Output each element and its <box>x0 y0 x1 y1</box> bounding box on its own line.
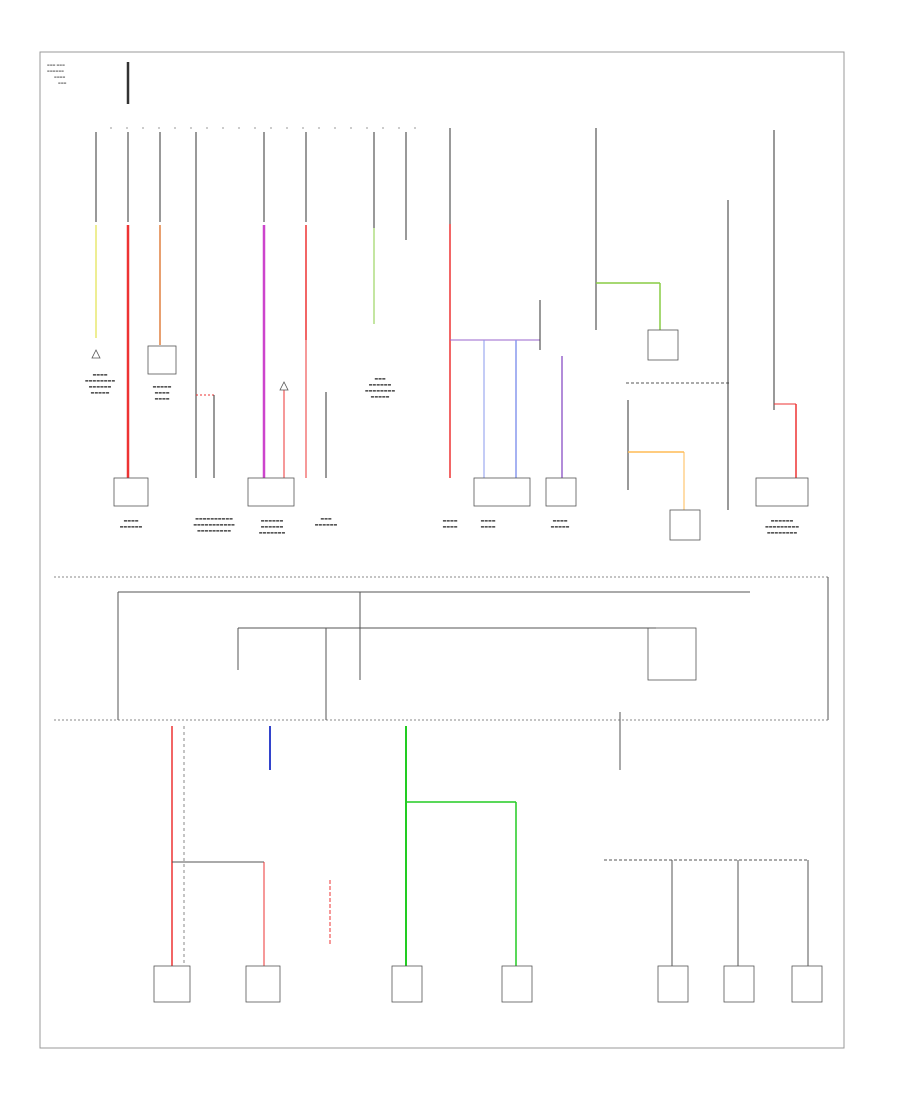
lower-box-5 <box>791 965 823 1003</box>
svg-text:▬▬▬▬▬▬: ▬▬▬▬▬▬ <box>261 524 284 529</box>
svg-text:▬▬▬▬: ▬▬▬▬ <box>123 518 138 523</box>
svg-text:▬▬▬▬: ▬▬▬▬ <box>480 518 495 523</box>
lower-box-green-2 <box>501 965 533 1003</box>
diagram-border <box>39 51 845 1049</box>
circuit-lower-1 <box>153 726 264 1003</box>
svg-text:▬▬▬▬▬: ▬▬▬▬▬ <box>371 394 390 399</box>
svg-text:▬▬▬▬▬▬: ▬▬▬▬▬▬ <box>261 518 284 523</box>
cluster-box-2 <box>545 477 577 507</box>
svg-text:▬▬▬ ▬▬▬: ▬▬▬ ▬▬▬ <box>47 63 65 67</box>
lower-box-green-1 <box>391 965 423 1003</box>
orange-sensor-box <box>147 345 177 375</box>
svg-text:▬▬▬▬: ▬▬▬▬ <box>442 518 457 523</box>
mid-relay-box <box>647 627 697 681</box>
svg-text:▬▬▬▬▬▬: ▬▬▬▬▬▬ <box>120 524 143 529</box>
circuit-light-green: ▬▬▬ ▬▬▬▬▬▬ ▬▬▬▬▬▬▬▬ ▬▬▬▬▬ <box>365 132 395 399</box>
svg-text:▬▬▬▬▬: ▬▬▬▬▬ <box>91 390 110 395</box>
svg-text:▬▬▬▬: ▬▬▬▬ <box>154 390 169 395</box>
svg-text:▬▬▬▬: ▬▬▬▬ <box>92 372 107 377</box>
svg-text:▬▬▬▬▬▬▬▬▬: ▬▬▬▬▬▬▬▬▬ <box>197 528 231 533</box>
svg-text:▬▬▬▬: ▬▬▬▬ <box>54 75 66 79</box>
circuit-green-amber <box>595 128 730 541</box>
svg-text:▬▬▬▬▬▬: ▬▬▬▬▬▬ <box>315 522 338 527</box>
relay-box <box>647 329 679 361</box>
circuit-power-amplifier: ▬▬▬▬ ▬▬▬▬▬▬ <box>113 132 149 529</box>
svg-text:▬▬▬▬▬▬: ▬▬▬▬▬▬ <box>47 69 64 73</box>
pink-module-box <box>247 477 295 507</box>
amber-box <box>669 509 701 541</box>
lower-box-1 <box>153 965 191 1003</box>
circuit-fuel-pump: ▬▬▬▬ ▬▬▬▬▬▬▬▬ ▬▬▬▬▬▬ ▬▬▬▬▬ <box>85 132 115 395</box>
power-amplifier-box <box>113 477 149 507</box>
svg-text:▬▬▬▬: ▬▬▬▬ <box>154 396 169 401</box>
circuit-cluster-8: ▬▬▬▬ ▬▬▬▬ ▬▬▬▬ ▬▬▬▬ ▬▬▬▬ ▬▬▬▬▬ <box>442 128 577 529</box>
svg-text:▬▬▬▬▬▬: ▬▬▬▬▬▬ <box>771 518 794 523</box>
circuit-green-lower <box>391 726 533 1003</box>
cluster-box-1 <box>473 477 531 507</box>
right-module-box <box>755 477 809 507</box>
svg-text:▬▬▬▬: ▬▬▬▬ <box>480 524 495 529</box>
svg-text:▬▬▬▬▬▬▬▬: ▬▬▬▬▬▬▬▬ <box>767 530 797 535</box>
svg-text:▬▬▬▬▬▬▬▬: ▬▬▬▬▬▬▬▬ <box>365 388 395 393</box>
svg-text:▬▬▬▬▬: ▬▬▬▬▬ <box>551 524 570 529</box>
svg-text:▬▬▬▬▬: ▬▬▬▬▬ <box>153 384 172 389</box>
circuit-lower-2 <box>245 862 281 1003</box>
circuit-module-4: ▬▬▬▬▬▬▬▬▬▬ ▬▬▬▬▬▬▬▬▬▬▬ ▬▬▬▬▬▬▬▬▬ <box>193 132 235 533</box>
svg-text:▬▬▬▬▬▬▬: ▬▬▬▬▬▬▬ <box>259 530 286 535</box>
circuit-right-red: ▬▬▬▬▬▬ ▬▬▬▬▬▬▬▬▬ ▬▬▬▬▬▬▬▬ <box>755 130 809 535</box>
svg-text:▬▬▬▬▬▬▬▬▬: ▬▬▬▬▬▬▬▬▬ <box>765 524 799 529</box>
svg-text:▬▬▬▬: ▬▬▬▬ <box>442 524 457 529</box>
lower-box-4 <box>723 965 755 1003</box>
svg-text:▬▬▬▬▬▬▬▬▬▬: ▬▬▬▬▬▬▬▬▬▬ <box>195 516 233 521</box>
svg-text:▬▬▬▬▬▬▬▬: ▬▬▬▬▬▬▬▬ <box>85 378 115 383</box>
svg-text:▬▬▬: ▬▬▬ <box>320 516 332 521</box>
svg-text:▬▬▬▬▬▬▬▬▬▬▬: ▬▬▬▬▬▬▬▬▬▬▬ <box>193 522 235 527</box>
svg-text:▬▬▬: ▬▬▬ <box>58 81 67 85</box>
svg-text:▬▬▬▬▬▬: ▬▬▬▬▬▬ <box>369 382 392 387</box>
circuit-red-6: ▬▬▬ ▬▬▬▬▬▬ <box>305 132 338 527</box>
svg-text:▬▬▬▬▬▬: ▬▬▬▬▬▬ <box>89 384 112 389</box>
svg-text:▬▬▬▬: ▬▬▬▬ <box>552 518 567 523</box>
top-left-fusebox-label: ▬▬▬ ▬▬▬ ▬▬▬▬▬▬ ▬▬▬▬ ▬▬▬ <box>47 63 67 85</box>
circuit-orange-sensor: ▬▬▬▬▬ ▬▬▬▬ ▬▬▬▬ <box>147 132 177 401</box>
lower-box-3 <box>657 965 689 1003</box>
lower-box-2 <box>245 965 281 1003</box>
svg-text:▬▬▬: ▬▬▬ <box>374 376 386 381</box>
circuit-pink-module: ▬▬▬▬▬▬ ▬▬▬▬▬▬ ▬▬▬▬▬▬▬ <box>247 132 295 535</box>
